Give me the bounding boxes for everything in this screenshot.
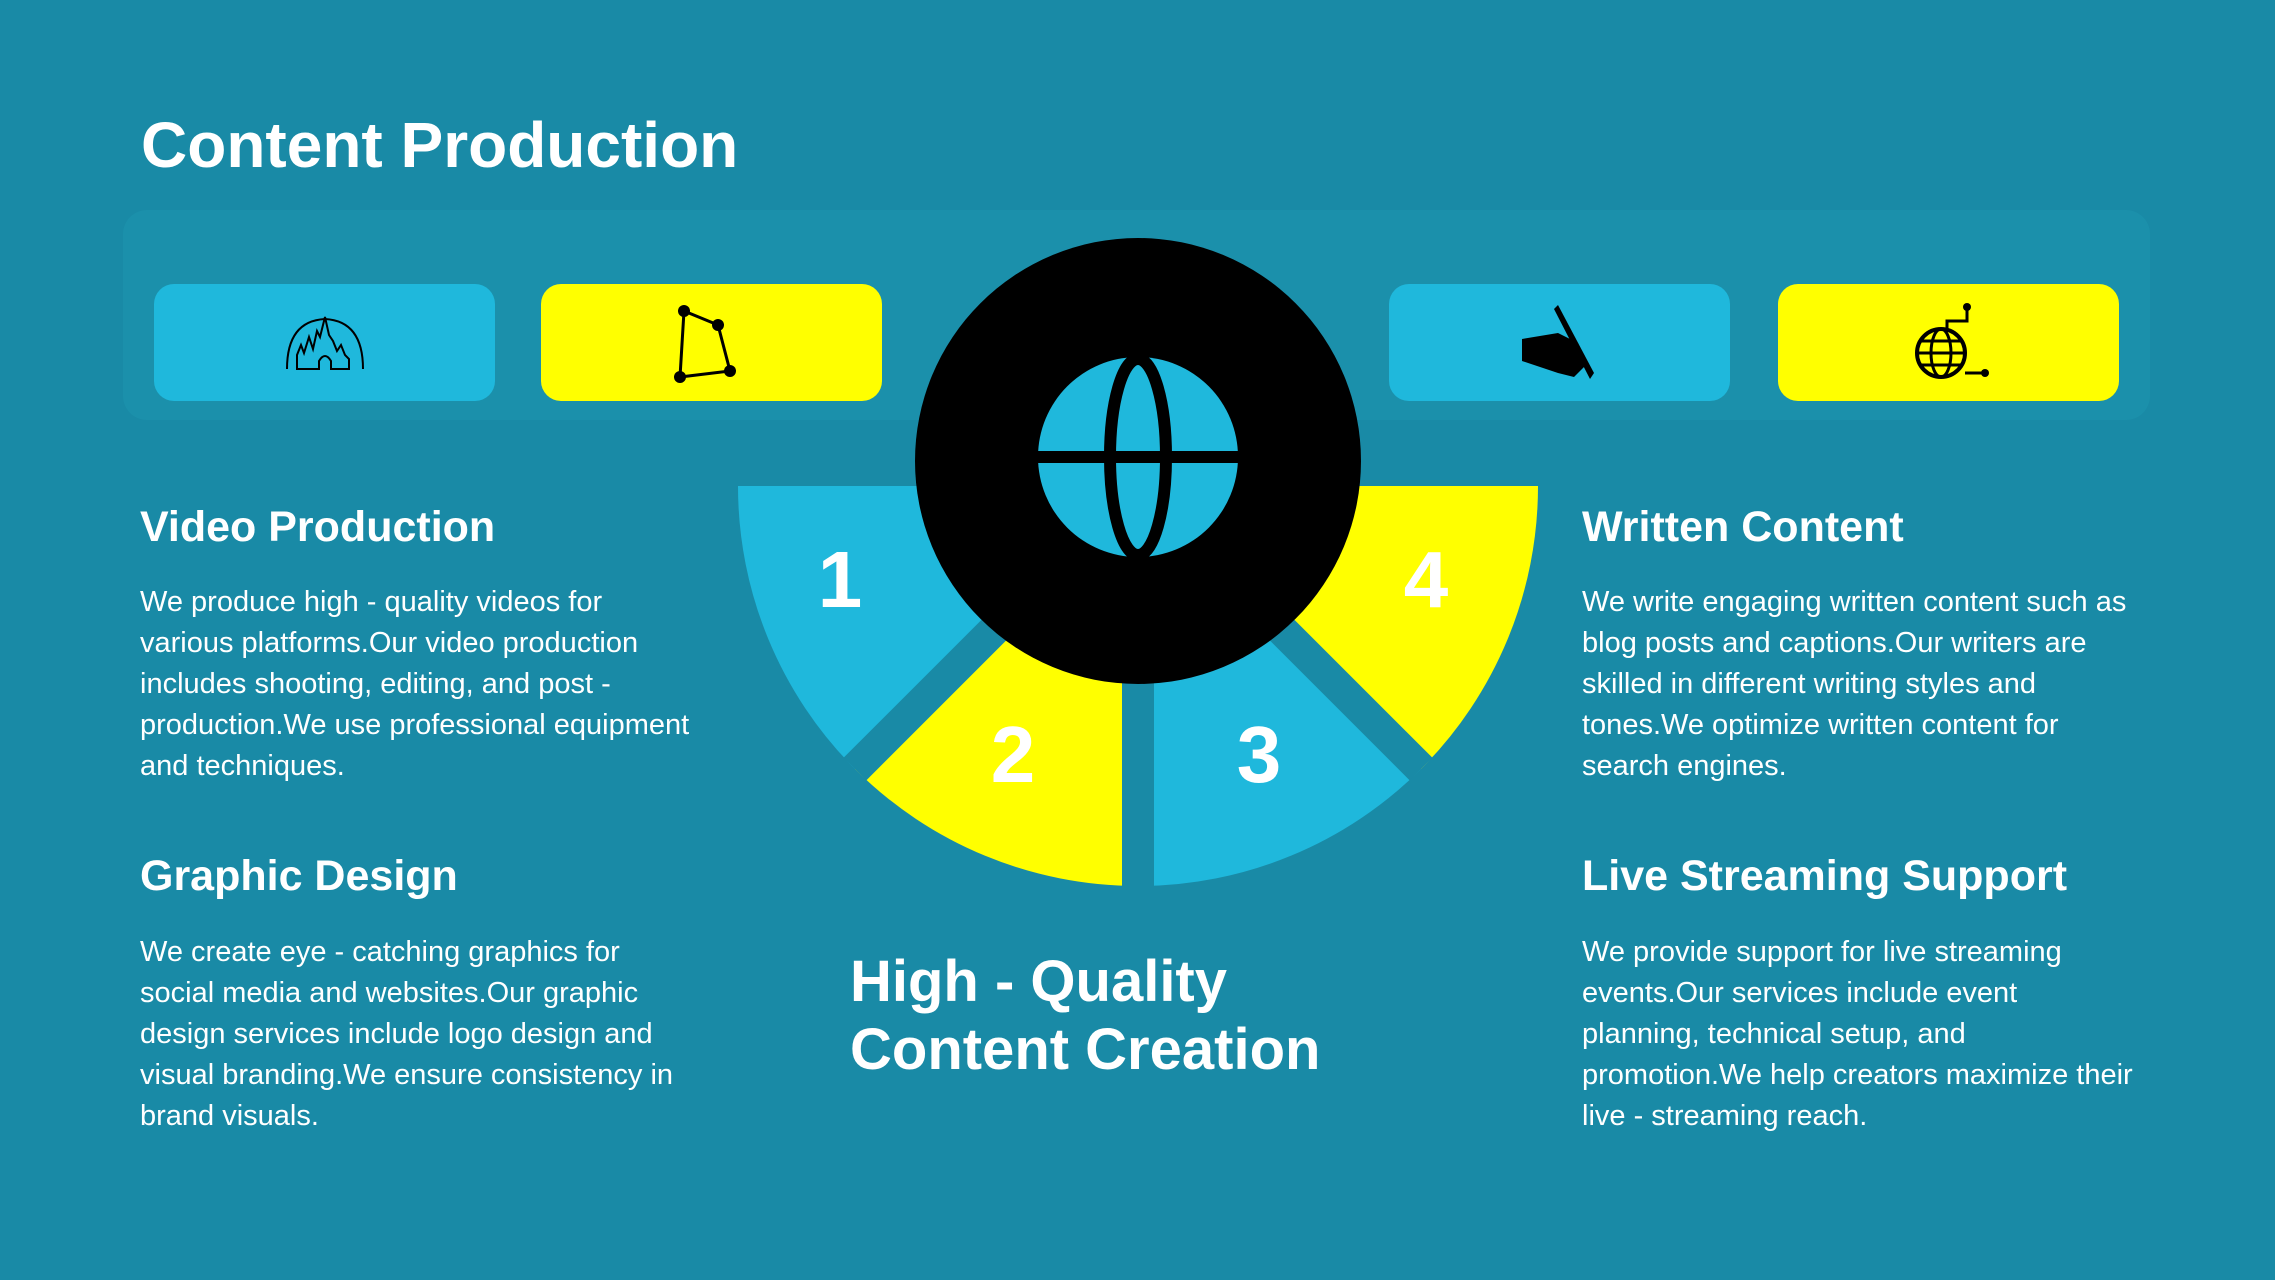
center-title-line1: High - Quality: [850, 949, 1227, 1014]
section-body: We provide support for live streaming ev…: [1582, 936, 2133, 1132]
constellation-icon: [673, 304, 736, 383]
section-body: We create eye - catching graphics for so…: [140, 936, 674, 1132]
center-title-line2: Content Creation: [850, 1017, 1321, 1082]
page-title: Content Production: [141, 109, 739, 181]
video-icon-card: [154, 284, 495, 401]
section-heading: Written Content: [1582, 503, 1904, 551]
section-body: We write engaging written content such a…: [1582, 586, 2127, 782]
section-heading: Video Production: [140, 503, 496, 551]
segment-number-4: 4: [1403, 535, 1449, 624]
segment-number-3: 3: [1236, 710, 1282, 799]
section-heading: Graphic Design: [140, 852, 458, 900]
globe-network-icon: [1914, 302, 1989, 379]
graphic-icon-card: [541, 284, 882, 401]
hand-writing-icon: [1521, 304, 1594, 379]
castle-icon: [285, 316, 364, 370]
globe-icon: [1030, 353, 1246, 561]
streaming-icon-card: [1778, 284, 2119, 401]
section-heading: Live Streaming Support: [1582, 852, 2068, 900]
segment-number-2: 2: [990, 710, 1036, 799]
segment-number-1: 1: [817, 535, 863, 624]
written-icon-card: [1389, 284, 1730, 401]
center-title: High - Quality Content Creation: [850, 948, 1320, 1084]
section-body: We produce high - quality videos for var…: [140, 586, 690, 782]
